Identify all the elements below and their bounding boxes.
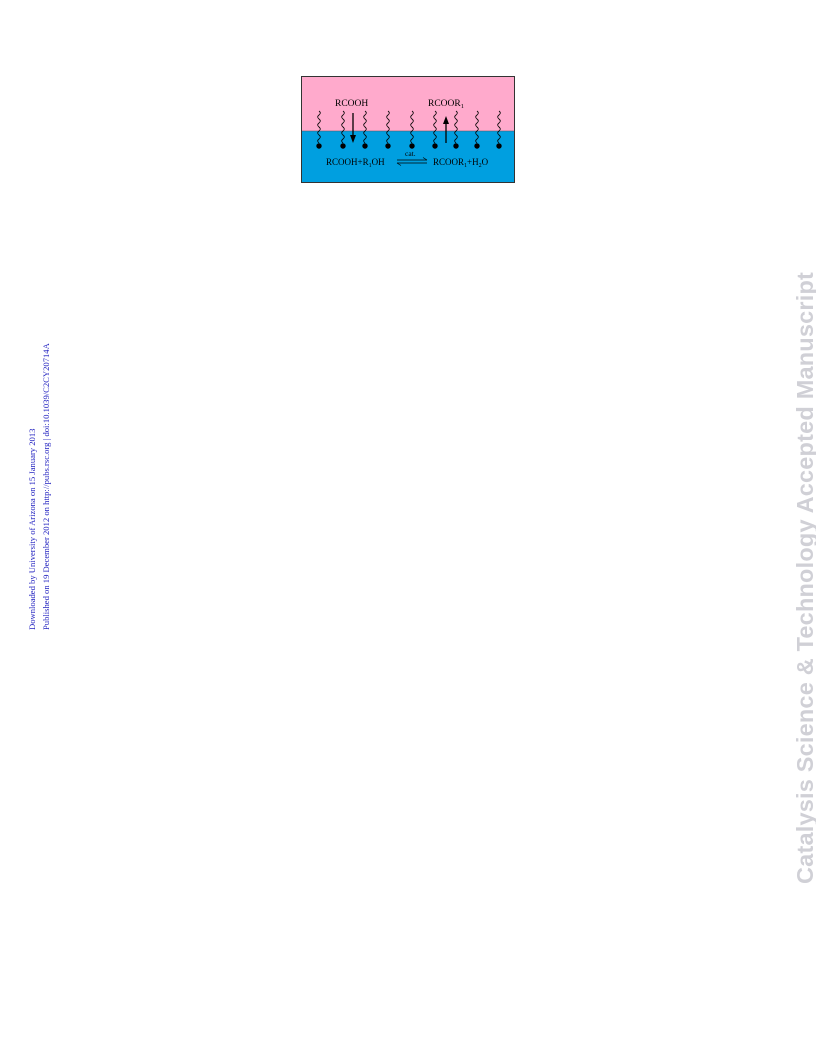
equation-left: RCOOH+R1OH [326, 157, 385, 169]
surfactant-tail [341, 110, 345, 144]
surfactant-head [340, 143, 346, 149]
surfactant-tail [410, 110, 414, 144]
surfactant-tail [475, 110, 479, 144]
surfactant-head [474, 143, 480, 149]
publication-note[interactable]: Published on 19 December 2012 on http://… [41, 343, 51, 630]
surfactant-head [496, 143, 502, 149]
surfactant-tail [497, 110, 501, 144]
surfactant-tail [433, 110, 437, 144]
surfactant-head [385, 143, 391, 149]
equilibrium-arrows [396, 157, 428, 166]
surfactant-molecules [316, 110, 502, 149]
catalyst-label: cat. [405, 149, 416, 158]
surfactant-head [432, 143, 438, 149]
arrow-down [350, 113, 356, 143]
surfactant-head [453, 143, 459, 149]
surfactant-head [316, 143, 322, 149]
aqueous-phase [302, 131, 514, 182]
surfactant-tail [386, 110, 390, 144]
biphasic-esterification-figure: RCOOH RCOOR1 cat. RCOOH+R1OH RCOOR1+H2O [301, 76, 515, 183]
surfactant-tail [454, 110, 458, 144]
download-note[interactable]: Downloaded by University of Arizona on 1… [27, 428, 37, 630]
surfactant-tail [363, 110, 367, 144]
figure-canvas: RCOOH RCOOR1 cat. RCOOH+R1OH RCOOR1+H2O [302, 77, 514, 182]
surfactant-head [409, 143, 415, 149]
side-notes: Downloaded by University of Arizona on 1… [17, 270, 51, 630]
rcooh-label: RCOOH [335, 99, 368, 109]
rcoor1-label: RCOOR1 [428, 99, 464, 110]
surfactant-head [362, 143, 368, 149]
arrow-up [443, 116, 449, 143]
surfactant-tail [317, 110, 321, 144]
equation-right: RCOOR1+H2O [433, 157, 489, 169]
journal-watermark: Catalysis Science & Technology Accepted … [792, 271, 816, 884]
organic-phase [302, 77, 514, 131]
